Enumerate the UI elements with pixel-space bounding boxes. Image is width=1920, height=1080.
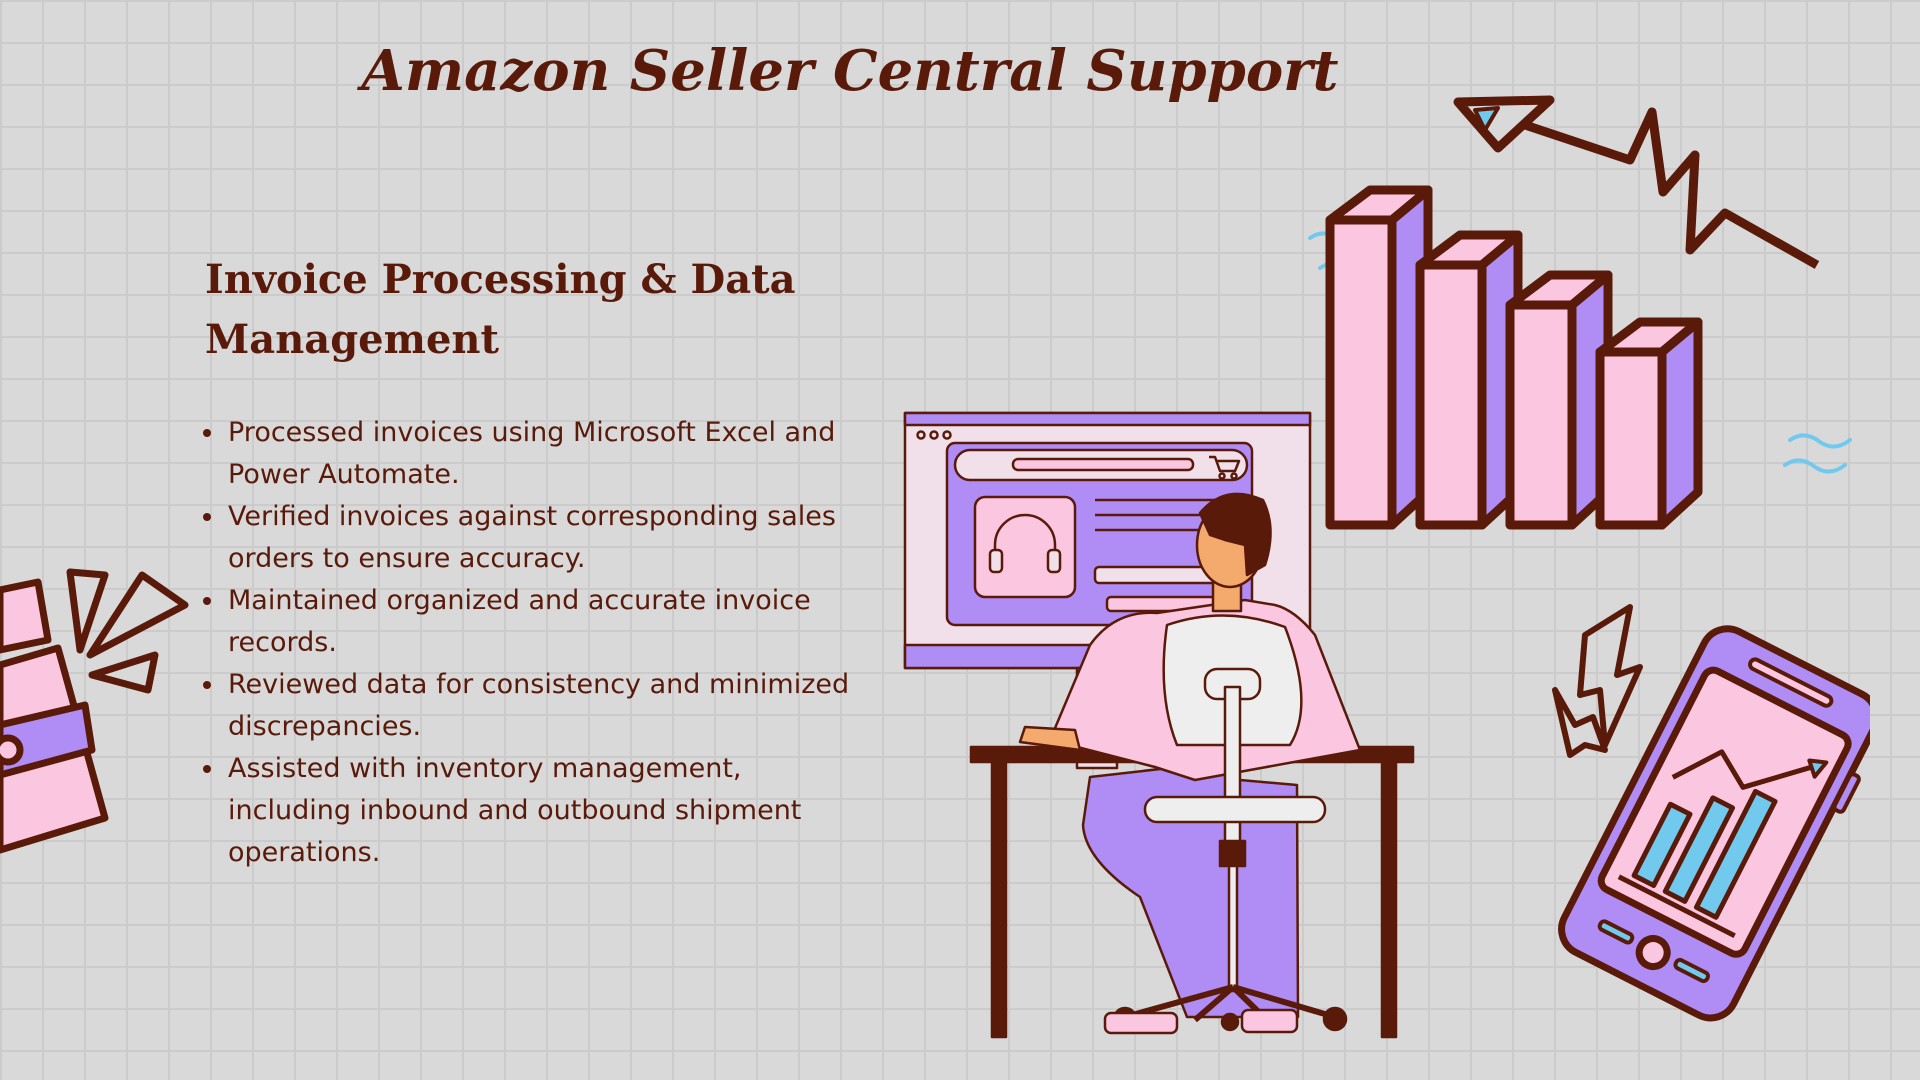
section-heading: Invoice Processing & Data Management [205,250,845,370]
workspace-illustration [903,411,1415,1039]
smartphone-icon [1552,604,1870,1022]
bullet-item: Maintained organized and accurate invoic… [226,580,866,664]
shopping-cart-icon [1209,455,1241,480]
office-chair-icon [1103,614,1348,1035]
section-heading-line-2: Management [205,316,499,363]
bullet-item: Processed invoices using Microsoft Excel… [226,412,866,496]
slide-title: Amazon Seller Central Support [361,38,1339,104]
headphones-icon [988,513,1062,574]
bar-chart-icon [1308,95,1852,530]
lightning-icon [1552,604,1643,758]
bullet-item: Assisted with inventory management, incl… [226,748,866,874]
bullet-list: Processed invoices using Microsoft Excel… [205,412,866,874]
section-heading-line-1: Invoice Processing & Data [205,256,796,303]
bullet-item: Reviewed data for consistency and minimi… [226,664,866,748]
wallet-icon [0,568,189,854]
trend-arrow-icon [1453,95,1820,269]
bullet-item: Verified invoices against corresponding … [226,496,866,580]
